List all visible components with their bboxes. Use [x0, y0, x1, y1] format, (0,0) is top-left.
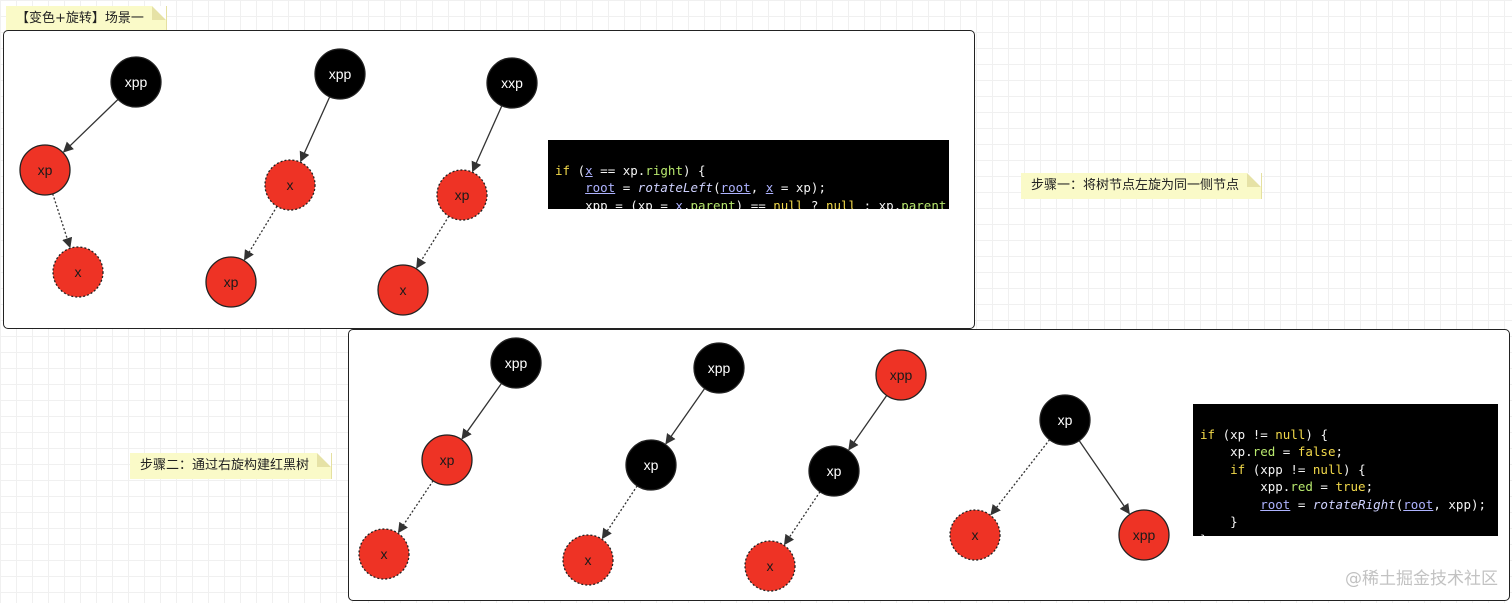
code-line: } — [1200, 531, 1491, 537]
node-circle — [744, 540, 796, 592]
node-label: xpp — [329, 66, 352, 82]
top-code-block: if (x == xp.right) { root = rotateLeft(r… — [548, 140, 949, 209]
node-circle — [19, 144, 71, 196]
tree-node: xp — [808, 445, 860, 497]
tree-edge — [1078, 440, 1130, 515]
tree-node: x — [264, 159, 316, 211]
tree-node: xpp — [490, 337, 542, 389]
code-line: xp.red = false; — [1200, 444, 1344, 459]
node-circle — [486, 57, 538, 109]
step2-label: 步骤二：通过右旋构建红黑树 — [140, 458, 310, 473]
node-label: xpp — [708, 360, 731, 376]
bottom-code-block: if (xp != null) { xp.red = false; if (xp… — [1193, 404, 1498, 536]
node-label: x — [400, 282, 407, 298]
node-circle — [436, 169, 488, 221]
node-label: xp — [224, 274, 239, 290]
tree-node: xp — [421, 434, 473, 486]
code-line: if (x == xp.right) { — [555, 162, 706, 178]
tree-edge — [62, 98, 119, 153]
tree-edge — [990, 439, 1051, 516]
node-label: x — [287, 177, 294, 193]
code-line: xpp.red = true; — [1200, 479, 1374, 494]
scene-title-note: 【变色+旋转】场景一 — [6, 6, 167, 32]
node-label: xp — [38, 162, 53, 178]
node-circle — [875, 349, 927, 401]
node-label: xpp — [125, 74, 148, 90]
tree-node: xxp — [486, 57, 538, 109]
node-label: xp — [644, 457, 659, 473]
tree-node: xp — [205, 256, 257, 308]
node-circle — [205, 256, 257, 308]
node-label: xpp — [505, 355, 528, 371]
tree-node: xpp — [110, 56, 162, 108]
node-label: x — [767, 558, 774, 574]
node-circle — [808, 445, 860, 497]
node-circle — [377, 264, 429, 316]
node-circle — [490, 337, 542, 389]
step2-note: 步骤二：通过右旋构建红黑树 — [130, 453, 333, 479]
tree-edge — [783, 491, 821, 546]
node-label: xxp — [501, 75, 523, 91]
edges-layer — [52, 96, 1130, 546]
step1-label: 步骤一：将树节点左旋为同一侧节点 — [1031, 178, 1240, 193]
tree-node: xpp — [875, 349, 927, 401]
tree-node: xp — [625, 439, 677, 491]
node-circle — [52, 246, 104, 298]
tree-node: x — [358, 528, 410, 580]
node-label: xpp — [890, 367, 913, 383]
step1-note: 步骤一：将树节点左旋为同一侧节点 — [1021, 173, 1263, 199]
tree-node: x — [377, 264, 429, 316]
node-circle — [949, 509, 1001, 561]
tree-node: xpp — [314, 48, 366, 100]
node-circle — [562, 534, 614, 586]
tree-node: xp — [1039, 394, 1091, 446]
tree-node: xpp — [693, 342, 745, 394]
node-label: x — [75, 264, 82, 280]
node-label: xp — [440, 452, 455, 468]
scene-title: 【变色+旋转】场景一 — [16, 11, 144, 26]
tree-node: xpp — [1118, 509, 1170, 561]
tree-edge — [848, 395, 888, 451]
node-circle — [693, 342, 745, 394]
node-label: xp — [1058, 412, 1073, 428]
tree-node: xp — [436, 169, 488, 221]
watermark: @稀土掘金技术社区 — [1345, 569, 1498, 589]
node-label: x — [585, 552, 592, 568]
node-circle — [264, 159, 316, 211]
code-line: if (xp != null) { — [1200, 426, 1328, 442]
node-circle — [358, 528, 410, 580]
code-line: root = rotateRight(root, xpp); — [1260, 496, 1487, 512]
node-circle — [1039, 394, 1091, 446]
code-line: if (xpp != null) { — [1230, 461, 1366, 477]
code-line: xpp = (xp = x.parent) == null ? null : x… — [555, 197, 949, 210]
node-label: xp — [827, 463, 842, 479]
tree-node: x — [949, 509, 1001, 561]
tree-edge — [397, 480, 434, 534]
code-line: root = rotateLeft(root, x = xp); — [585, 180, 826, 195]
tree-edge — [416, 215, 450, 269]
node-label: xpp — [1133, 527, 1156, 543]
tree-node: x — [52, 246, 104, 298]
tree-node: xp — [19, 144, 71, 196]
node-label: x — [972, 527, 979, 543]
node-circle — [314, 48, 366, 100]
tree-edge — [52, 193, 73, 249]
tree-edge — [471, 105, 503, 173]
tree-edge — [299, 96, 331, 163]
tree-edge — [665, 388, 706, 445]
tree-edge — [461, 382, 503, 440]
node-circle — [1118, 509, 1170, 561]
node-circle — [625, 439, 677, 491]
tree-node: x — [562, 534, 614, 586]
tree-edge — [601, 485, 638, 540]
tree-node: x — [744, 540, 796, 592]
node-label: xp — [455, 187, 470, 203]
node-circle — [110, 56, 162, 108]
code-line: } — [1200, 514, 1238, 529]
node-circle — [421, 434, 473, 486]
node-label: x — [381, 546, 388, 562]
tree-edge — [243, 206, 278, 261]
